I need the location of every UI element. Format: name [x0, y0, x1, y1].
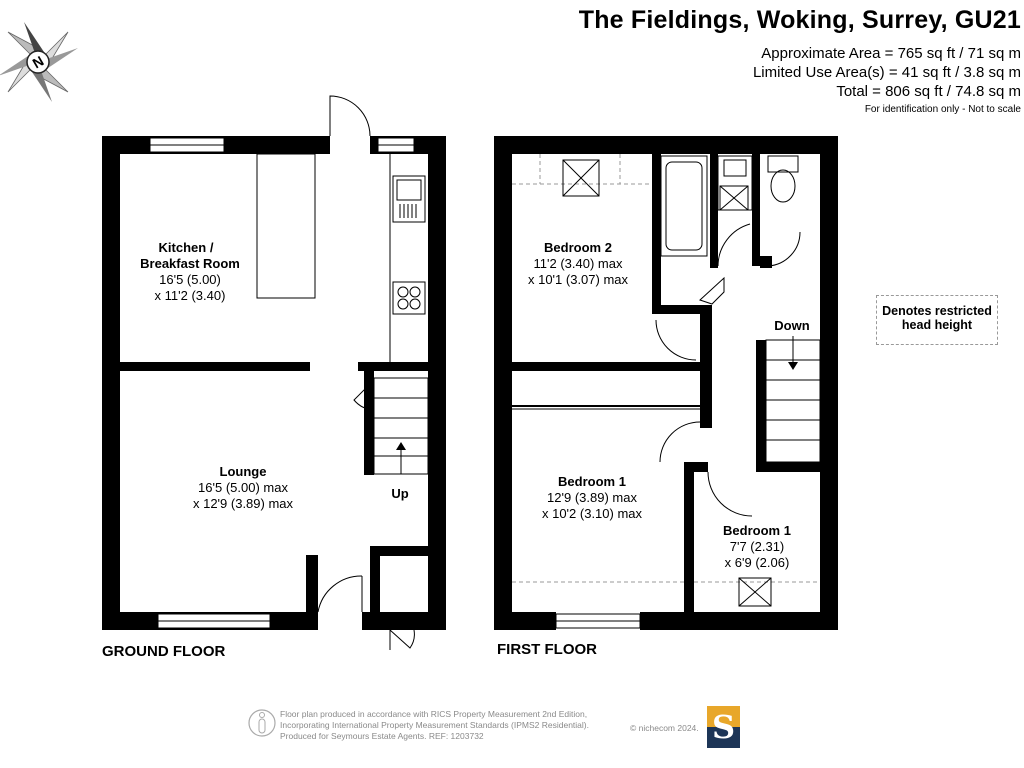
copyright-text: © nichecom 2024.: [630, 723, 699, 733]
approximate-area: Approximate Area = 765 sq ft / 71 sq m: [761, 45, 1021, 62]
ground-floor-label: GROUND FLOOR: [102, 643, 225, 660]
footer-line-2: Incorporating International Property Mea…: [280, 720, 589, 730]
legend-line-1: Denotes restricted: [882, 304, 992, 318]
bedroom1-dim-1: 12'9 (3.89) max: [547, 490, 637, 505]
first-floor-label: FIRST FLOOR: [497, 641, 597, 658]
kitchen-dim-2: x 11'2 (3.40): [155, 288, 226, 303]
limited-use-area: Limited Use Area(s) = 41 sq ft / 3.8 sq …: [752, 64, 1021, 81]
logo-navy-band: [707, 727, 740, 748]
lounge-dim-1: 16'5 (5.00) max: [198, 480, 288, 495]
identification-note: For identification only - Not to scale: [864, 104, 1021, 115]
kitchen-label-2: Breakfast Room: [140, 256, 240, 271]
footer-line-1: Floor plan produced in accordance with R…: [280, 709, 588, 719]
lounge-dim-2: x 12'9 (3.89) max: [193, 496, 294, 511]
bedroom1-dim-2: x 10'2 (3.10) max: [542, 506, 643, 521]
logo-letter: S: [711, 708, 736, 746]
bedroom2-dim-2: x 10'1 (3.07) max: [528, 272, 629, 287]
bedroom2-dim-1: 11'2 (3.40) max: [534, 256, 623, 271]
property-title: The Fieldings, Woking, Surrey, GU21: [578, 6, 1021, 34]
bedroom1b-label: Bedroom 1: [723, 523, 791, 538]
ground-floor-plan: Kitchen / Breakfast Room 16'5 (5.00) x 1…: [102, 95, 446, 660]
total-area: Total = 806 sq ft / 74.8 sq m: [836, 83, 1021, 100]
person-icon: [248, 709, 276, 737]
bedroom1b-dim-2: x 6'9 (2.06): [725, 555, 790, 570]
compass-icon: N: [0, 22, 78, 102]
restricted-height-legend: Denotes restricted head height: [876, 295, 998, 345]
footer-text: Floor plan produced in accordance with R…: [280, 709, 589, 742]
first-floor-plan: Bedroom 2 11'2 (3.40) max x 10'1 (3.07) …: [494, 136, 838, 658]
bedroom1-label: Bedroom 1: [558, 474, 626, 489]
seymours-logo: S: [707, 706, 740, 748]
bedroom1b-dim-1: 7'7 (2.31): [730, 539, 785, 554]
footer-line-3: Produced for Seymours Estate Agents. REF…: [280, 731, 484, 741]
lounge-label: Lounge: [220, 464, 267, 479]
legend-line-2: head height: [901, 318, 973, 332]
kitchen-dim-1: 16'5 (5.00): [159, 272, 221, 287]
kitchen-label-1: Kitchen /: [159, 240, 214, 255]
stairs-up-label: Up: [391, 486, 408, 501]
bedroom2-label: Bedroom 2: [544, 240, 612, 255]
stairs-down-label: Down: [774, 318, 809, 333]
